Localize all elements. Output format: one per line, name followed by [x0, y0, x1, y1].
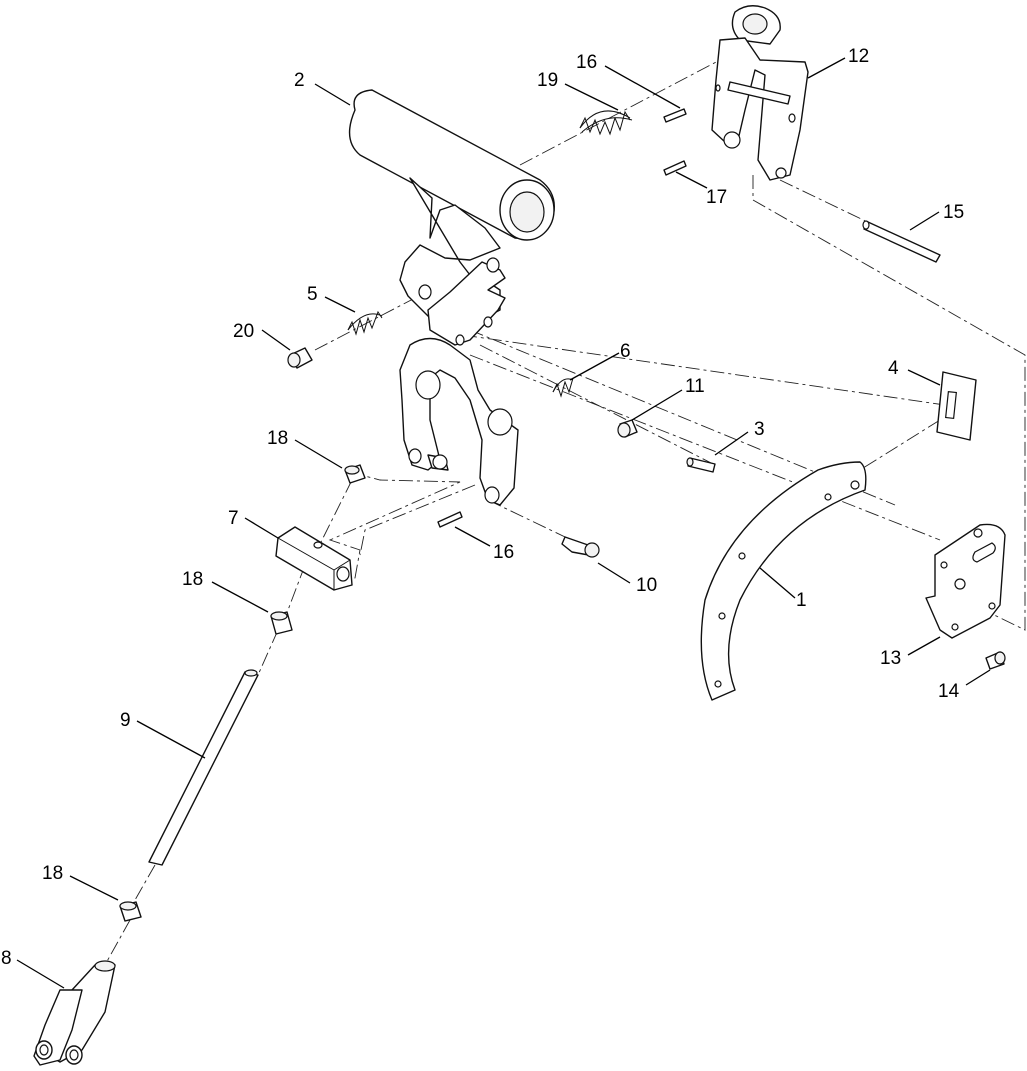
leader-5: [324, 296, 356, 313]
callout-4: 4: [888, 358, 899, 379]
part-4-plate: [936, 371, 977, 441]
part-12-lock-bracket: [711, 5, 809, 181]
callout-16a: 16: [576, 52, 597, 73]
leader-6: [569, 352, 620, 381]
leader-1: [759, 567, 796, 599]
callout-10: 10: [636, 575, 657, 596]
leader-10: [597, 562, 631, 584]
leader-14: [965, 669, 991, 686]
assembly-centerlines: [104, 59, 1026, 966]
leader-12: [807, 57, 846, 79]
part-5-spring: [347, 310, 383, 336]
callout-17: 17: [706, 187, 727, 208]
part-3-dowel: [686, 457, 716, 473]
leader-18a: [294, 439, 343, 469]
leader-20: [261, 329, 291, 351]
callout-14: 14: [938, 681, 960, 702]
leader-18b: [211, 581, 269, 613]
leader-2: [314, 83, 351, 106]
part-2-handle: [348, 89, 555, 506]
callout-15: 15: [943, 202, 964, 223]
part-13-detent-plate: [925, 523, 1006, 639]
callout-11: 11: [685, 376, 705, 397]
part-15-long-pin: [862, 220, 941, 263]
leader-9: [136, 720, 206, 759]
part-9-rod: [148, 669, 259, 866]
leader-11: [631, 389, 683, 421]
part-19-spring: [579, 110, 633, 136]
part-11-bushing: [617, 419, 638, 438]
part-16-pin-top: [663, 108, 687, 123]
part-14-screw: [985, 651, 1006, 670]
leader-3: [714, 431, 749, 456]
callout-18c: 18: [42, 863, 63, 884]
part-20-set-screw: [287, 347, 313, 369]
callout-18b: 18: [182, 569, 203, 590]
callout-1: 1: [796, 590, 807, 611]
leader-18c: [69, 875, 119, 901]
callout-18a: 18: [267, 428, 288, 449]
callout-9: 9: [120, 710, 131, 731]
part-18-bushing-mid: [270, 611, 293, 635]
part-10-clevis-pin: [561, 536, 600, 558]
callout-8: 8: [1, 948, 12, 969]
callout-2: 2: [294, 70, 305, 91]
part-16-pin-lower: [437, 511, 463, 528]
callout-5: 5: [307, 284, 318, 305]
callout-7: 7: [228, 508, 239, 529]
part-8-clevis: [33, 960, 116, 1066]
leader-15: [909, 211, 940, 231]
leader-17: [675, 171, 708, 189]
leader-7: [244, 517, 279, 539]
callout-6: 6: [620, 341, 631, 362]
callout-labels: 1 2 3 4 5 6 7 8 9 10 11 12 13 14 15 16 1…: [1, 46, 964, 969]
leader-8: [16, 959, 65, 989]
callout-12: 12: [848, 46, 869, 67]
leader-13: [907, 636, 941, 656]
callout-3: 3: [754, 419, 765, 440]
leader-4: [907, 369, 941, 386]
callout-20: 20: [233, 321, 254, 342]
part-18-bushing-top: [344, 464, 366, 484]
callout-13: 13: [880, 648, 901, 669]
callout-leaders: [16, 57, 991, 989]
leader-16b: [454, 526, 491, 547]
leader-19: [564, 83, 619, 111]
leader-16a: [604, 65, 681, 109]
part-1-arc-quadrant: [700, 461, 867, 701]
part-7-block: [275, 526, 353, 591]
callout-19: 19: [537, 70, 558, 91]
part-18-bushing-low: [119, 901, 142, 922]
part-17-pin: [663, 160, 687, 176]
callout-16b: 16: [493, 542, 514, 563]
